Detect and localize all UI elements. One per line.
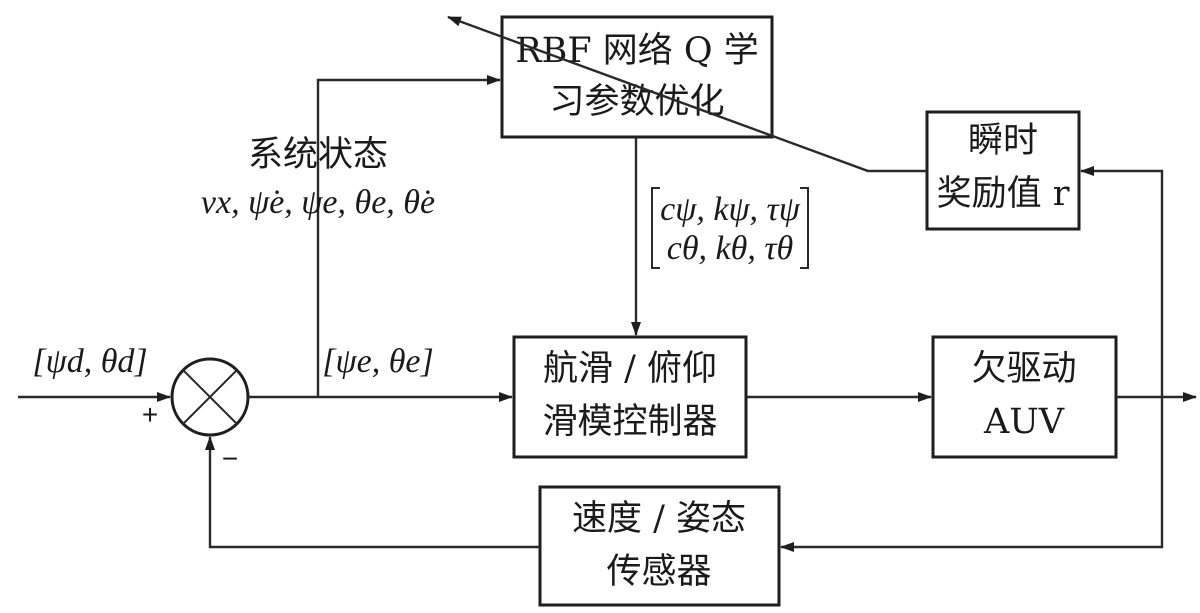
summing-junction <box>170 357 250 437</box>
sensor-block-line2: 传感器 <box>606 552 711 592</box>
output-to-sensor-arrow <box>780 397 1164 552</box>
rbf-block-line2: 习参数优化 <box>549 82 724 122</box>
reward-block: 瞬时 奖励值 r <box>925 110 1081 231</box>
controller-block-line2: 滑模控制器 <box>542 402 717 442</box>
desired-input-label: [ψd, θd] <box>32 343 147 380</box>
rbf-q-learning-block: RBF 网络 Q 学 习参数优化 <box>500 15 774 139</box>
controller-block-line1: 航滑 / 俯仰 <box>543 349 717 389</box>
params-row2: cθ, kθ, τθ <box>667 230 793 267</box>
reward-block-line1: 瞬时 <box>968 121 1038 161</box>
auv-block: 欠驱动 AUV <box>931 335 1118 459</box>
state-to-rbf-arrow <box>316 75 501 397</box>
output-to-reward-arrow <box>1080 166 1164 397</box>
system-state-label: 系统状态 <box>248 135 388 175</box>
auv-block-line2: AUV <box>983 402 1065 442</box>
error-signal-label: [ψe, θe] <box>322 343 433 380</box>
reward-block-line2: 奖励值 r <box>937 174 1070 214</box>
rbf-block-line1: RBF 网络 Q 学 <box>515 31 758 71</box>
params-row1: cψ, kψ, τψ <box>660 191 801 228</box>
auv-block-line1: 欠驱动 <box>971 349 1076 389</box>
state-vector-label: vx, ψ̇e, ψe, θe, θ̇e <box>201 184 435 221</box>
minus-sign: − <box>222 443 238 474</box>
sliding-mode-controller-block: 航滑 / 俯仰 滑模控制器 <box>512 335 748 459</box>
reward-to-rbf-diagonal-arrow <box>447 15 927 173</box>
parameter-matrix: cψ, kψ, τψ cθ, kθ, τθ <box>651 187 809 269</box>
sensor-block: 速度 / 姿态 传感器 <box>538 485 781 607</box>
plus-sign: + <box>142 399 158 430</box>
feedback-arrow <box>205 436 540 549</box>
sensor-block-line1: 速度 / 姿态 <box>572 499 746 539</box>
